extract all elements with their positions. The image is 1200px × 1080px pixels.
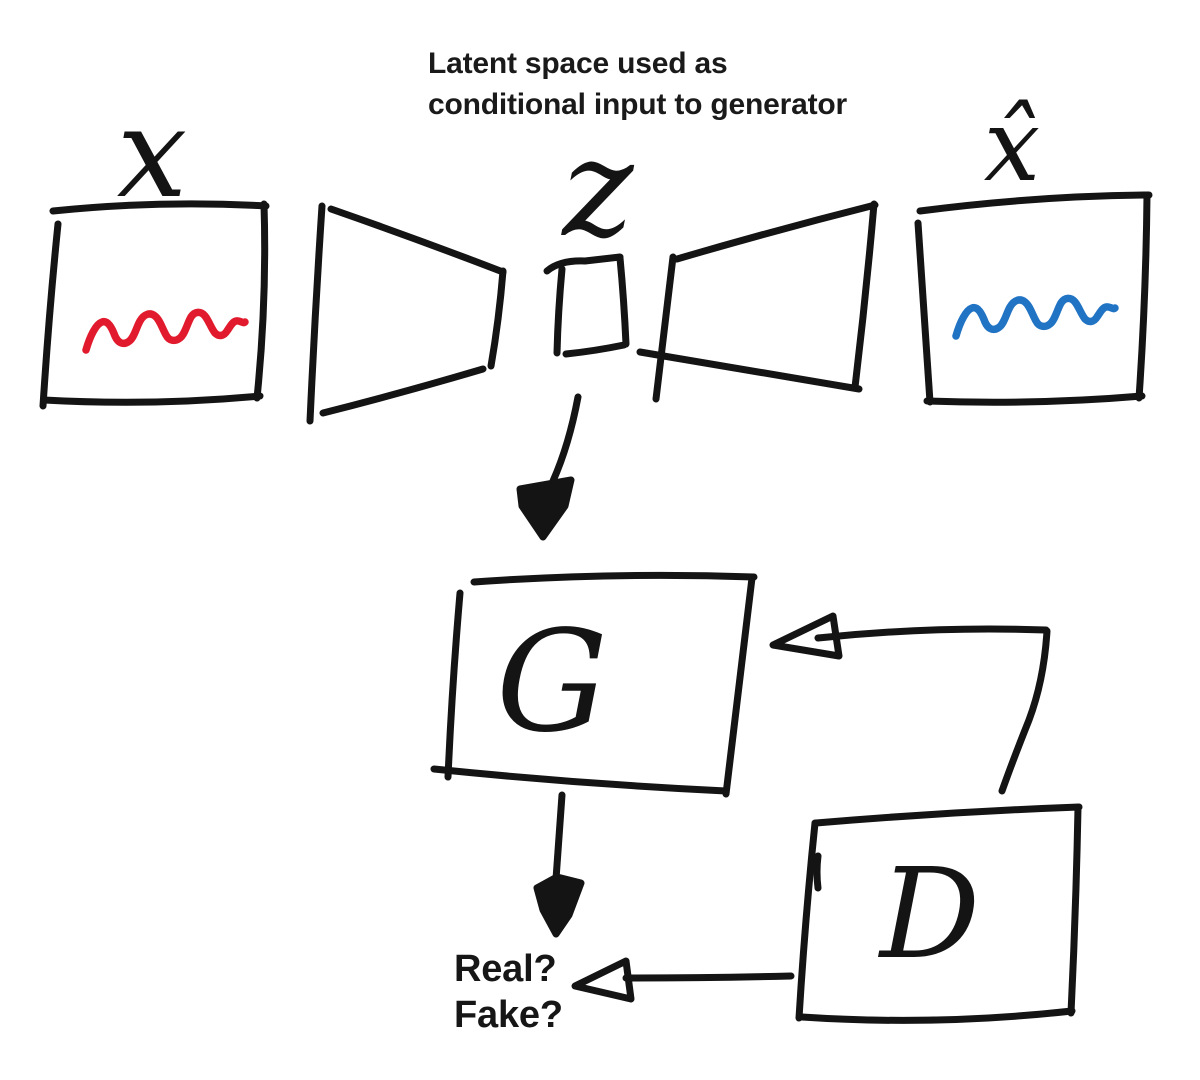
decoder-shape bbox=[636, 200, 879, 403]
reconstruction-box bbox=[914, 191, 1153, 406]
discriminator-verdict-arrow bbox=[571, 957, 795, 1003]
open-arrowhead-left-icon bbox=[571, 957, 635, 1003]
generator-label: G bbox=[496, 601, 608, 764]
latent-to-generator-arrow bbox=[516, 393, 582, 541]
encoder-shape bbox=[306, 202, 507, 425]
latent-box bbox=[543, 253, 630, 358]
generator-box bbox=[430, 571, 758, 798]
filled-arrowhead-down-icon bbox=[533, 873, 585, 938]
ink-strokes bbox=[39, 191, 1153, 1024]
generator-output-arrow bbox=[533, 791, 585, 938]
input-label: x bbox=[117, 81, 188, 226]
discriminator-label: D bbox=[878, 842, 980, 987]
filled-arrowhead-down-icon bbox=[516, 476, 575, 541]
reconstruction-waveform-icon bbox=[956, 298, 1115, 336]
reconstruction-label: x̂ bbox=[984, 87, 1040, 204]
input-waveform-icon bbox=[86, 312, 245, 350]
waveforms bbox=[86, 298, 1115, 350]
discriminator-box bbox=[795, 803, 1083, 1024]
caption-latent-space: Latent space used as conditional input t… bbox=[428, 47, 847, 121]
discriminator-to-generator-arrow bbox=[769, 612, 1051, 795]
hand-letters: x z x̂ G D bbox=[117, 81, 1040, 987]
input-box bbox=[39, 200, 270, 410]
verdict-text: Real? Fake? bbox=[454, 948, 563, 1037]
latent-label: z bbox=[560, 110, 634, 267]
